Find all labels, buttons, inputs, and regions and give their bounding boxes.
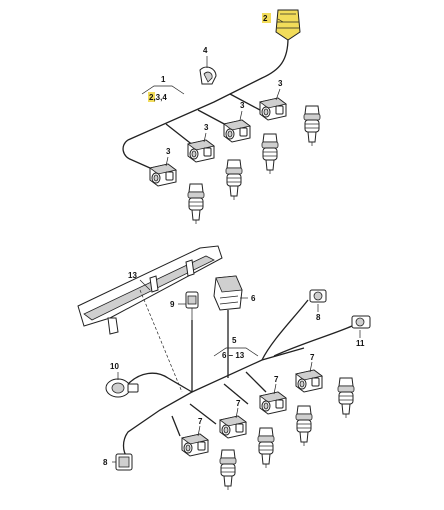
top-harness-assembly: 2 4 1 2,3,4 3 3 3 3 xyxy=(122,9,321,225)
label-conn-a: 3 xyxy=(278,79,283,88)
label-small-conn: 9 xyxy=(170,300,175,309)
top-connector-b xyxy=(223,119,251,143)
top-main-plug xyxy=(275,9,301,41)
label-main-plug: 6 xyxy=(251,294,256,303)
label-inj-conn-d: 7 xyxy=(198,417,203,426)
label-range-613: 6 – 13 xyxy=(222,351,245,360)
top-branch-c xyxy=(165,123,195,147)
top-harness-wire xyxy=(122,37,289,169)
bottom-small-connector xyxy=(185,291,199,320)
top-injector-c xyxy=(225,159,243,201)
top-connector-c xyxy=(187,139,215,163)
label-bottom-left-conn: 8 xyxy=(103,458,108,467)
bottom-sensor xyxy=(105,378,139,398)
bottom-harness-assembly: 13 9 6 8 11 5 6 – 13 10 8 7 7 7 7 xyxy=(77,245,371,491)
bottom-fuel-rail xyxy=(77,245,223,335)
bottom-right-connector-upper xyxy=(309,289,327,303)
bottom-injector-d xyxy=(219,449,237,491)
label-rail: 13 xyxy=(128,271,137,280)
label-right-conn-upper: 8 xyxy=(316,313,321,322)
bottom-right-connector-lower xyxy=(351,315,371,329)
label-group-613: 5 xyxy=(232,336,237,345)
top-connector-a xyxy=(259,97,287,121)
label-right-conn-lower: 11 xyxy=(356,339,365,348)
label-inj-conn-b: 7 xyxy=(274,375,279,384)
label-harness: 1 xyxy=(161,75,166,84)
top-connector-d xyxy=(149,163,177,187)
label-sensor: 10 xyxy=(110,362,119,371)
label-conn-c: 3 xyxy=(204,123,209,132)
top-injector-d xyxy=(187,183,205,225)
top-branch-b xyxy=(197,109,229,127)
top-clip xyxy=(199,66,217,85)
label-clip: 4 xyxy=(203,46,208,55)
label-inj-conn-a: 7 xyxy=(310,353,315,362)
top-injector-b xyxy=(261,133,279,175)
bottom-injector-b xyxy=(295,405,313,447)
top-branch-a xyxy=(229,93,261,111)
bottom-injector-a xyxy=(337,377,355,419)
label-conn-d: 3 xyxy=(166,147,171,156)
bottom-connector-d xyxy=(181,433,209,457)
label-inj-conn-c: 7 xyxy=(236,399,241,408)
top-injector-a xyxy=(303,105,321,147)
label-conn-b: 3 xyxy=(240,101,245,110)
label-plug-top: 2 xyxy=(263,14,268,23)
bottom-connector-b xyxy=(259,391,287,415)
bottom-left-connector xyxy=(115,453,133,471)
bottom-connector-a xyxy=(295,369,323,393)
bottom-connector-c xyxy=(219,415,247,439)
bottom-main-plug xyxy=(213,275,243,311)
label-group-234: 2,3,4 xyxy=(149,93,167,102)
bottom-injector-c xyxy=(257,427,275,469)
